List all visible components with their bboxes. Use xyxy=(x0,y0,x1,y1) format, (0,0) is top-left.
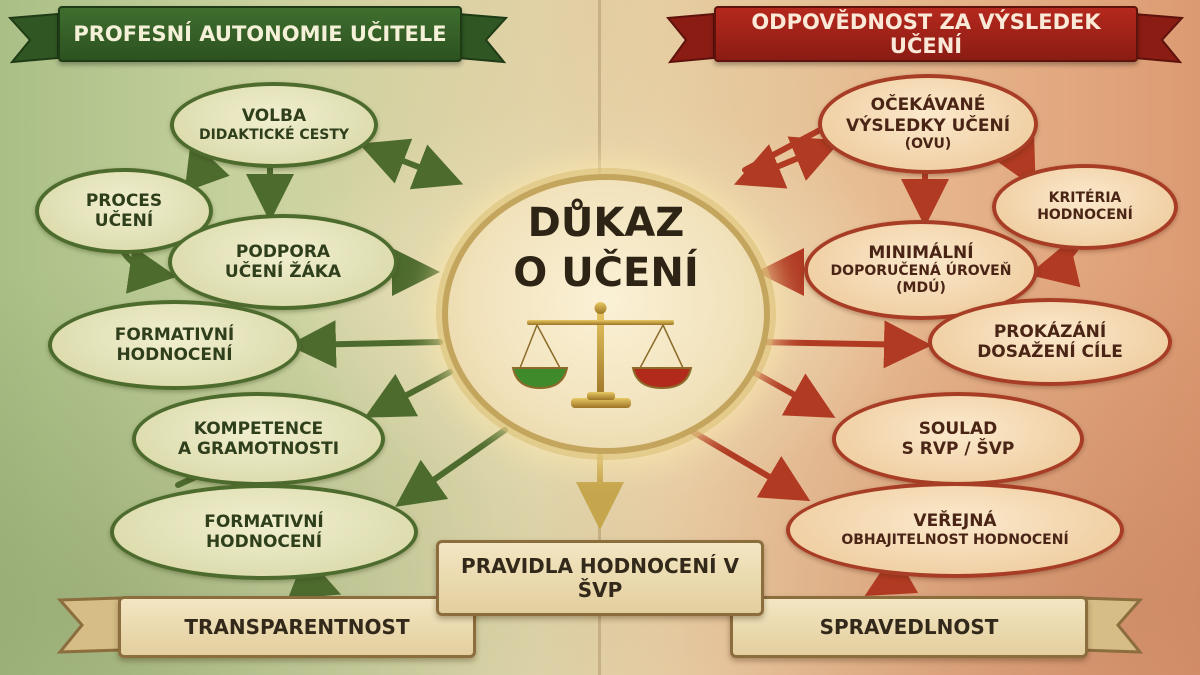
node-mdu-line3: (MDÚ) xyxy=(896,280,946,297)
balance-scale-icon xyxy=(511,302,693,408)
node-formativni1-line2: HODNOCENÍ xyxy=(116,345,233,365)
node-volba-didakticke-cesty: VOLBA DIDAKTICKÉ CESTY xyxy=(170,82,378,168)
node-proces-line1: PROCES xyxy=(85,190,163,211)
node-verejna-line2: OBHAJITELNOST HODNOCENÍ xyxy=(841,531,1069,548)
spravedlnost-label: SPRAVEDLNOST xyxy=(819,615,999,639)
node-mdu-line2: DOPORUČENÁ ÚROVEŇ xyxy=(830,263,1012,280)
center-title-line1: DŮKAZ xyxy=(527,200,685,246)
node-formativni-hodnoceni-2: FORMATIVNÍ HODNOCENÍ xyxy=(110,484,418,580)
arrow-center-prokazani xyxy=(752,320,932,369)
arrow-center-verejna xyxy=(687,427,811,502)
arrow-center-soulad xyxy=(747,367,836,418)
node-ovu-line2: VÝSLEDKY UČENÍ xyxy=(845,115,1011,136)
node-kompetence-line1: KOMPETENCE xyxy=(193,418,324,439)
node-kriteria-line2: HODNOCENÍ xyxy=(1037,207,1133,223)
node-verejna-obhajitelnost: VEŘEJNÁ OBHAJITELNOST HODNOCENÍ xyxy=(786,482,1124,578)
node-podpora-line2: UČENÍ ŽÁKA xyxy=(224,262,342,282)
right-title-text: ODPOVĚDNOST ZA VÝSLEDEK UČENÍ xyxy=(751,10,1101,58)
node-prokazani-line1: PROKÁZÁNÍ xyxy=(993,321,1107,342)
node-kriteria-line1: KRITÉRIA xyxy=(1048,190,1122,207)
node-ovu-line3: (OVU) xyxy=(904,135,952,152)
center-title-line2: O UČENÍ xyxy=(513,250,699,296)
bottom-center-scroll: PRAVIDLA HODNOCENÍ V ŠVP xyxy=(436,540,764,616)
node-kompetence-line2: A GRAMOTNOSTI xyxy=(177,439,340,459)
node-ovu-line1: OČEKÁVANÉ xyxy=(870,95,986,116)
bottom-left-scroll: TRANSPARENTNOST xyxy=(118,596,476,658)
node-formativni1-line1: FORMATIVNÍ xyxy=(114,324,235,345)
node-soulad-line2: S RVP / ŠVP xyxy=(901,439,1015,459)
left-title-banner: PROFESNÍ AUTONOMIE UČITELE xyxy=(58,6,462,62)
arrow-ovu-left xyxy=(742,127,823,173)
node-podpora-uceni-zaka: PODPORA UČENÍ ŽÁKA xyxy=(168,214,398,310)
node-kriteria-hodnoceni: KRITÉRIA HODNOCENÍ xyxy=(992,164,1178,250)
node-volba-line2: DIDAKTICKÉ CESTY xyxy=(198,126,350,143)
node-volba-line1: VOLBA xyxy=(241,106,307,127)
left-title-text: PROFESNÍ AUTONOMIE UČITELE xyxy=(73,22,447,46)
arrow-volba-proces xyxy=(184,138,230,192)
node-formativni2-line2: HODNOCENÍ xyxy=(205,532,323,552)
node-podpora-line1: PODPORA xyxy=(235,241,331,262)
arrow-center-formativni xyxy=(288,320,443,369)
node-formativni-hodnoceni-1: FORMATIVNÍ HODNOCENÍ xyxy=(48,300,301,390)
bottom-right-scroll: SPRAVEDLNOST xyxy=(730,596,1088,658)
node-mdu-line1: MINIMÁLNÍ xyxy=(868,243,974,263)
arrow-center-formativni2 xyxy=(395,427,508,507)
node-verejna-line1: VEŘEJNÁ xyxy=(913,511,997,532)
transparentnost-label: TRANSPARENTNOST xyxy=(184,615,410,639)
right-title-banner: ODPOVĚDNOST ZA VÝSLEDEK UČENÍ xyxy=(714,6,1138,62)
pravidla-hodnoceni-label: PRAVIDLA HODNOCENÍ V ŠVP xyxy=(461,554,739,602)
node-prokazani-dosazeni-cile: PROKÁZÁNÍ DOSAŽENÍ CÍLE xyxy=(928,298,1172,386)
arrow-volba-center xyxy=(358,138,464,190)
node-prokazani-line2: DOSAŽENÍ CÍLE xyxy=(977,342,1123,362)
node-kompetence-gramotnosti: KOMPETENCE A GRAMOTNOSTI xyxy=(132,392,385,486)
node-formativni2-line1: FORMATIVNÍ xyxy=(204,511,324,532)
node-soulad-line1: SOULAD xyxy=(918,418,998,439)
arrow-center-kompetence xyxy=(364,369,453,418)
arrow-center-ovu xyxy=(733,136,842,189)
node-proces-line2: UČENÍ xyxy=(94,211,154,231)
center-title: DŮKAZ O UČENÍ xyxy=(442,198,770,298)
node-ocekavane-vysledky-uceni: OČEKÁVANÉ VÝSLEDKY UČENÍ (OVU) xyxy=(818,74,1038,174)
node-soulad-rvp-svp: SOULAD S RVP / ŠVP xyxy=(832,392,1084,486)
